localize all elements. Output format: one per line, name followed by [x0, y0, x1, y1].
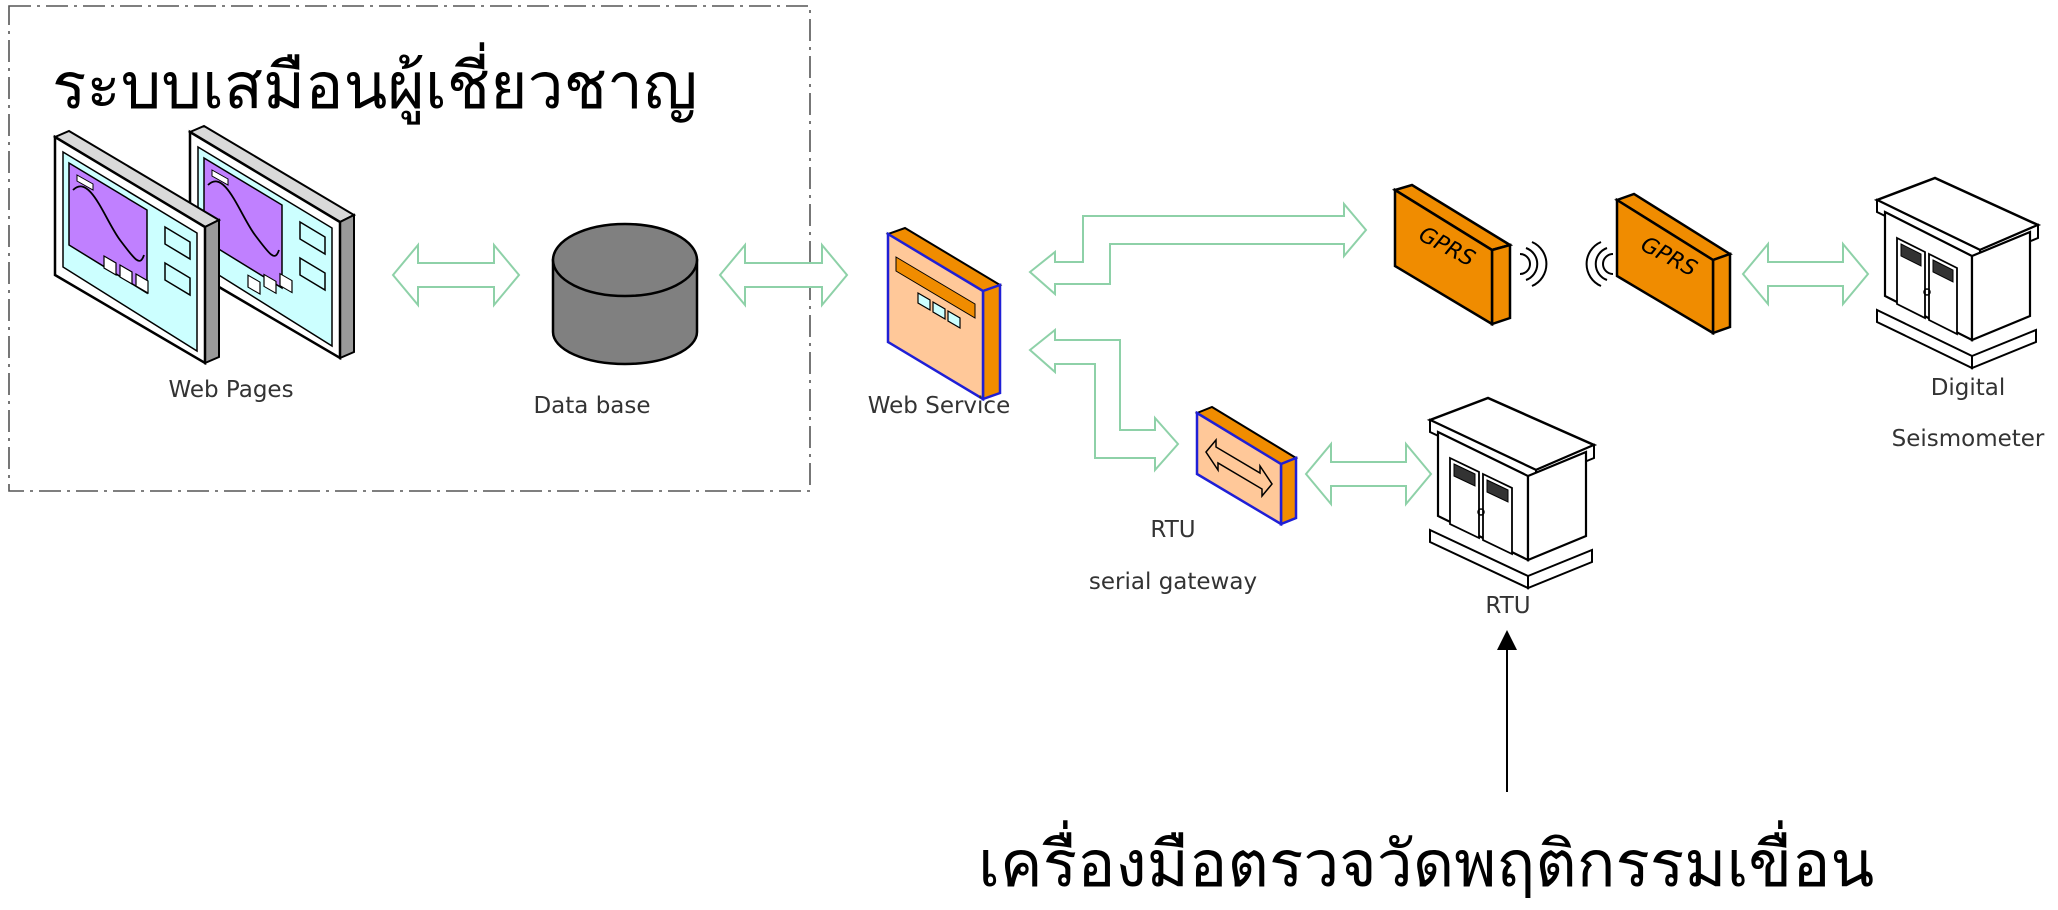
gprs-left-icon: GPRS: [1391, 183, 1514, 327]
connectors: [391, 201, 1870, 507]
connector-webservice-gateway: [1028, 327, 1180, 473]
gprs-right-icon: GPRS: [1614, 192, 1733, 336]
rtu-gateway-label-line2: serial gateway: [1089, 569, 1257, 595]
cabinet-rtu-icon: [1426, 396, 1598, 590]
web-service-node: Web Service: [868, 226, 1010, 419]
expert-system-border: [8, 5, 811, 492]
connector-gateway-rtu: [1304, 441, 1433, 507]
rtu-gateway-node: RTU serial gateway: [1089, 405, 1299, 595]
web-service-icon: [885, 226, 1003, 402]
database-icon: [551, 222, 699, 366]
digital-seismometer-node: Digital Seismometer: [1873, 176, 2045, 452]
rtu-gateway-icon: [1194, 405, 1299, 527]
gprs-left-node: GPRS: [1391, 183, 1548, 327]
web-pages-label: Web Pages: [168, 377, 293, 403]
wireless-signal-out-icon: [1519, 241, 1548, 287]
rtu-node: RTU: [1426, 396, 1598, 619]
connector-database-webservice: [718, 242, 849, 308]
rtu-label: RTU: [1485, 593, 1530, 619]
seismometer-label-line1: Digital: [1931, 375, 2006, 401]
rtu-gateway-label-line1: RTU: [1150, 517, 1195, 543]
connector-webservice-gprs: [1028, 201, 1368, 297]
seismometer-label-line2: Seismometer: [1892, 426, 2045, 452]
monitor-front-icon: [52, 129, 222, 366]
wireless-signal-in-icon: [1585, 241, 1614, 287]
database-label: Data base: [533, 393, 650, 419]
dam-instrument-annotation: เครื่องมือตรวจวัดพฤติกรรมเขื่อน: [978, 630, 1874, 902]
expert-system-title: ระบบเสมือนผู้เชี่ยวชาญ: [52, 42, 697, 125]
expert-system-group: ระบบเสมือนผู้เชี่ยวชาญ: [8, 5, 811, 492]
annotation-text: เครื่องมือตรวจวัดพฤติกรรมเขื่อน: [978, 820, 1874, 902]
web-service-label: Web Service: [868, 393, 1010, 419]
database-node: Data base: [533, 222, 699, 419]
gprs-right-node: GPRS: [1585, 192, 1733, 336]
connector-webpages-database: [391, 242, 521, 308]
cabinet-seismometer-icon: [1873, 176, 2042, 370]
connector-gprs-seismometer: [1741, 241, 1870, 307]
web-pages-node: Web Pages: [52, 124, 357, 403]
